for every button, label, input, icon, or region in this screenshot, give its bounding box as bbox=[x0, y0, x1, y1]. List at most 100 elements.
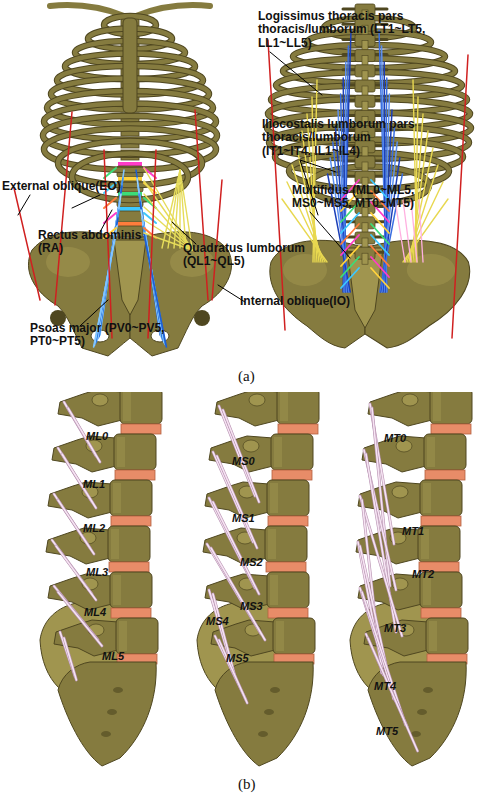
fascicle-outline bbox=[217, 456, 257, 548]
vertebra-body bbox=[267, 572, 309, 608]
fascicle-label: MT0 bbox=[384, 432, 406, 444]
body-shade bbox=[268, 529, 276, 559]
body-shade bbox=[423, 483, 431, 513]
muscle-label: Internal oblique(IO) bbox=[240, 295, 350, 308]
fascicle-label: MT5 bbox=[376, 725, 398, 737]
muscle-label: External oblique(EO) bbox=[2, 180, 121, 193]
fascicle-label: ML2 bbox=[83, 522, 105, 534]
fascicle-outline bbox=[64, 638, 76, 680]
body-shade bbox=[280, 392, 288, 421]
multifidus-fascicle bbox=[371, 224, 389, 244]
multifidus-fascicle bbox=[64, 638, 76, 680]
vertebra-body bbox=[117, 211, 143, 222]
fascicle-outline bbox=[219, 640, 247, 703]
fascicle-label: MS4 bbox=[206, 615, 229, 627]
body-shade bbox=[117, 437, 125, 467]
oblique-rectus-line bbox=[104, 150, 112, 338]
vertebra-body bbox=[110, 480, 152, 516]
intervertebral-disc bbox=[431, 424, 471, 434]
fascicle-label: ML1 bbox=[83, 478, 105, 490]
vertebra-body bbox=[120, 392, 162, 424]
iliac-fossa bbox=[407, 254, 455, 286]
oblique-rectus-line bbox=[55, 112, 72, 305]
vertebra-body bbox=[116, 618, 158, 654]
facet-joint bbox=[243, 440, 259, 452]
multifidus-fascicle bbox=[341, 235, 359, 255]
sacral-foramen bbox=[113, 687, 123, 693]
quadratus-fascicle bbox=[180, 170, 186, 248]
sacral-foramen bbox=[258, 731, 268, 737]
intervertebral-disc bbox=[268, 608, 308, 618]
fascicle-outline bbox=[219, 406, 255, 496]
sternum-bone bbox=[123, 18, 137, 113]
body-shade bbox=[270, 575, 278, 605]
sacrum-bone bbox=[58, 662, 156, 766]
fascicle-label: ML3 bbox=[86, 566, 108, 578]
vertebra-body bbox=[424, 434, 466, 470]
rib-bone bbox=[72, 154, 188, 201]
sacral-foramen bbox=[417, 709, 427, 715]
multifidus-fascicle bbox=[341, 224, 359, 244]
intervertebral-disc bbox=[278, 424, 318, 434]
intervertebral-disc bbox=[118, 207, 142, 211]
fascicle-label: ML5 bbox=[102, 650, 124, 662]
spinous-process bbox=[362, 253, 368, 264]
multifidus-fascicle bbox=[371, 213, 389, 233]
intervertebral-disc bbox=[421, 516, 461, 526]
lumbar-side-view bbox=[350, 392, 474, 766]
oblique-line bbox=[268, 40, 285, 330]
oblique-line bbox=[452, 55, 468, 338]
sacral-foramen bbox=[264, 709, 274, 715]
intervertebral-disc bbox=[115, 470, 155, 480]
fascicle-label: MS5 bbox=[226, 652, 249, 664]
rib-bone bbox=[283, 59, 455, 84]
sacrum-bone bbox=[215, 662, 313, 766]
clavicle-bone bbox=[136, 5, 210, 16]
body-shade bbox=[429, 621, 437, 651]
muscle-label: Rectus abdominis (RA) bbox=[38, 229, 144, 256]
multifidus-fascicle bbox=[341, 213, 359, 233]
facet-joint bbox=[392, 486, 408, 498]
intervertebral-disc bbox=[109, 562, 149, 572]
leader-line bbox=[172, 222, 196, 244]
body-shade bbox=[274, 437, 282, 467]
fascicle-label: MT2 bbox=[412, 568, 434, 580]
intervertebral-disc bbox=[118, 177, 142, 181]
multifidus-fascicle bbox=[360, 496, 402, 636]
intervertebral-disc bbox=[421, 608, 461, 618]
vertebra-body bbox=[110, 572, 152, 608]
sacral-foramen bbox=[270, 687, 280, 693]
body-shade bbox=[113, 575, 121, 605]
sacrum-bone bbox=[114, 240, 146, 315]
muscle-label: Iliocostalis lumborum pars thoracis/lumb… bbox=[262, 118, 418, 158]
leader-line bbox=[18, 195, 30, 215]
multifidus-fascicle bbox=[371, 257, 389, 277]
intervertebral-disc bbox=[118, 222, 142, 226]
vertebra-body bbox=[108, 526, 150, 562]
body-shade bbox=[119, 621, 127, 651]
muscle-label: Quadratus lumborum (QL1~QL5) bbox=[183, 242, 313, 269]
body-shade bbox=[111, 529, 119, 559]
body-shade bbox=[123, 392, 131, 421]
intervertebral-disc bbox=[118, 162, 142, 166]
multifidus-fascicle bbox=[371, 268, 389, 288]
sacral-foramen bbox=[423, 687, 433, 693]
intervertebral-disc bbox=[121, 424, 161, 434]
fascicle-label: ML4 bbox=[84, 606, 106, 618]
leader-line bbox=[310, 212, 350, 258]
sacrum-bone bbox=[347, 248, 383, 328]
leader-line bbox=[300, 160, 336, 172]
panel-label: (b) bbox=[238, 776, 256, 793]
facet-joint bbox=[402, 394, 418, 406]
fascicle-outline bbox=[213, 502, 259, 594]
lumbar-side-view bbox=[197, 392, 321, 766]
multifidus-fascicle bbox=[213, 594, 235, 677]
intervertebral-disc bbox=[272, 470, 312, 480]
oblique-rectus-line bbox=[14, 188, 40, 300]
intervertebral-disc bbox=[111, 516, 151, 526]
multifidus-fascicle bbox=[341, 257, 359, 277]
oblique-rectus-line bbox=[195, 110, 208, 300]
fascicle-outline bbox=[368, 638, 418, 751]
